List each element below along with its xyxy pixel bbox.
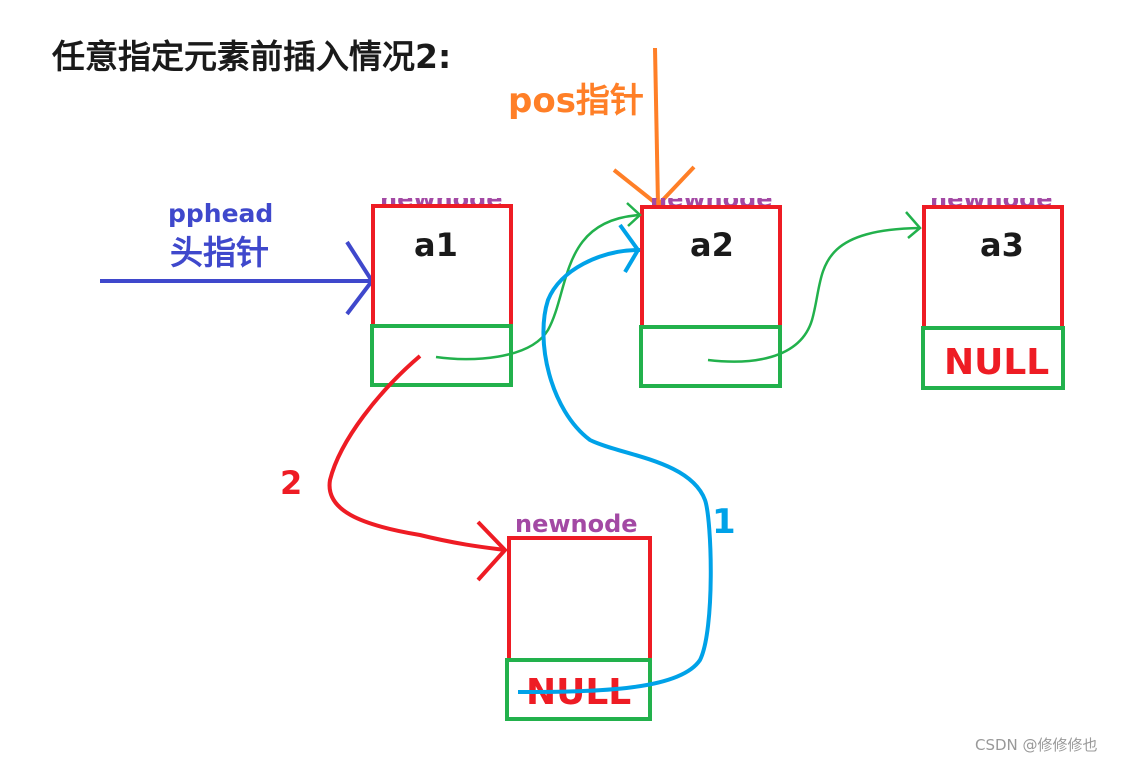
step1-label: 1 bbox=[712, 502, 736, 542]
node-a1: a1 bbox=[370, 204, 513, 387]
pos-arrow bbox=[612, 47, 696, 208]
next-links bbox=[435, 202, 922, 363]
pos-label: pos指针 bbox=[508, 81, 644, 121]
svg-text:a1: a1 bbox=[414, 226, 458, 264]
step2-arrow bbox=[327, 354, 508, 582]
node-a3-null: NULL bbox=[944, 342, 1049, 383]
svg-text:a3: a3 bbox=[980, 226, 1024, 264]
node-a1-top-label: newnode bbox=[380, 185, 503, 213]
node-a2: a2 bbox=[639, 205, 782, 388]
step1-arrow bbox=[517, 223, 713, 694]
title: 任意指定元素前插入情况2: bbox=[52, 37, 451, 76]
step2-label: 2 bbox=[280, 464, 302, 502]
svg-text:a2: a2 bbox=[690, 226, 734, 264]
watermark: CSDN @修修修也 bbox=[975, 736, 1098, 754]
head-pointer-label: 头指针 bbox=[170, 233, 269, 272]
node-a3: a3 NULL bbox=[921, 205, 1065, 390]
newnode-label: newnode bbox=[515, 510, 638, 538]
pphead-label: pphead bbox=[168, 199, 273, 228]
